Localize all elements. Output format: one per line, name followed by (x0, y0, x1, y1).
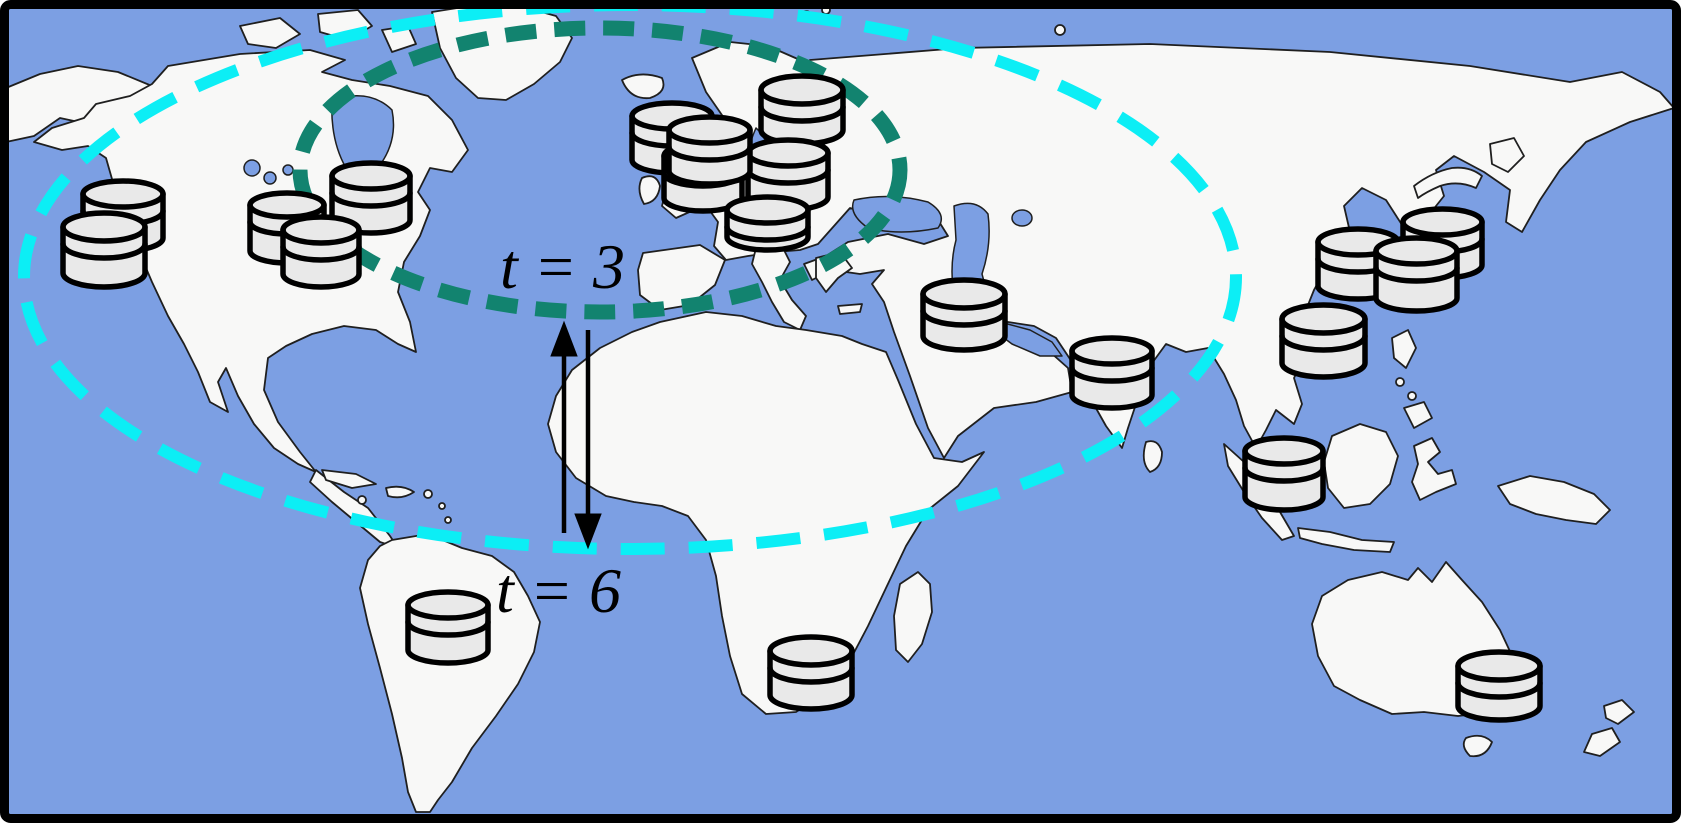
arrow-up-icon (550, 320, 578, 533)
aral-sea (1011, 209, 1033, 227)
sync-arrows (550, 320, 602, 550)
island-madagascar (893, 571, 933, 663)
database-icon (767, 634, 855, 712)
island-new-zealand-south (1583, 727, 1621, 757)
database-icon (405, 589, 491, 666)
database-icon (666, 114, 753, 187)
island-cuba (321, 469, 377, 489)
great-lake-1 (243, 159, 261, 177)
island-borneo (1323, 423, 1399, 509)
island-tasmania (1462, 734, 1493, 758)
island-iceland (621, 73, 665, 100)
island-antilles-2 (444, 516, 452, 524)
island-jamaica (357, 495, 367, 505)
ring-label-t6: t = 6 (496, 555, 621, 626)
island-philippines-2 (1407, 391, 1417, 401)
database-icon (920, 277, 1008, 353)
island-japan (1413, 166, 1483, 199)
consistency-ring-inner (292, 20, 908, 320)
island-hokkaido (1489, 137, 1525, 173)
arrow-down-icon (574, 330, 602, 550)
island-antilles-1 (438, 502, 446, 510)
island-hispaniola (385, 485, 415, 499)
island-arctic-russia (1054, 24, 1066, 36)
replica-layer (60, 73, 1543, 723)
database-icon (1455, 649, 1543, 723)
ring-label-t3: t = 3 (500, 231, 625, 302)
island-sulawesi (1411, 437, 1457, 501)
database-icon (758, 73, 846, 147)
landmass-eurasia (699, 43, 1675, 459)
database-icon (724, 194, 811, 253)
island-ireland (638, 175, 661, 205)
island-mindanao (1403, 401, 1433, 429)
island-sri-lanka (1142, 440, 1163, 473)
database-icon (1279, 302, 1368, 380)
database-icon (1069, 335, 1155, 411)
database-icon (280, 214, 362, 290)
database-icon (1373, 235, 1460, 314)
island-puerto-rico (423, 489, 433, 499)
database-icon (60, 210, 148, 290)
island-philippines-1 (1395, 377, 1405, 387)
great-lake-2 (263, 171, 277, 185)
great-lake-3 (282, 164, 294, 176)
island-new-zealand-north (1603, 699, 1635, 725)
database-icon (1242, 435, 1326, 513)
island-java (1297, 527, 1395, 553)
landmass-south-america (359, 533, 541, 813)
island-new-guinea (1497, 475, 1611, 525)
island-arctic-1 (239, 17, 301, 49)
island-luzon (1391, 329, 1417, 369)
island-crete (837, 303, 863, 315)
